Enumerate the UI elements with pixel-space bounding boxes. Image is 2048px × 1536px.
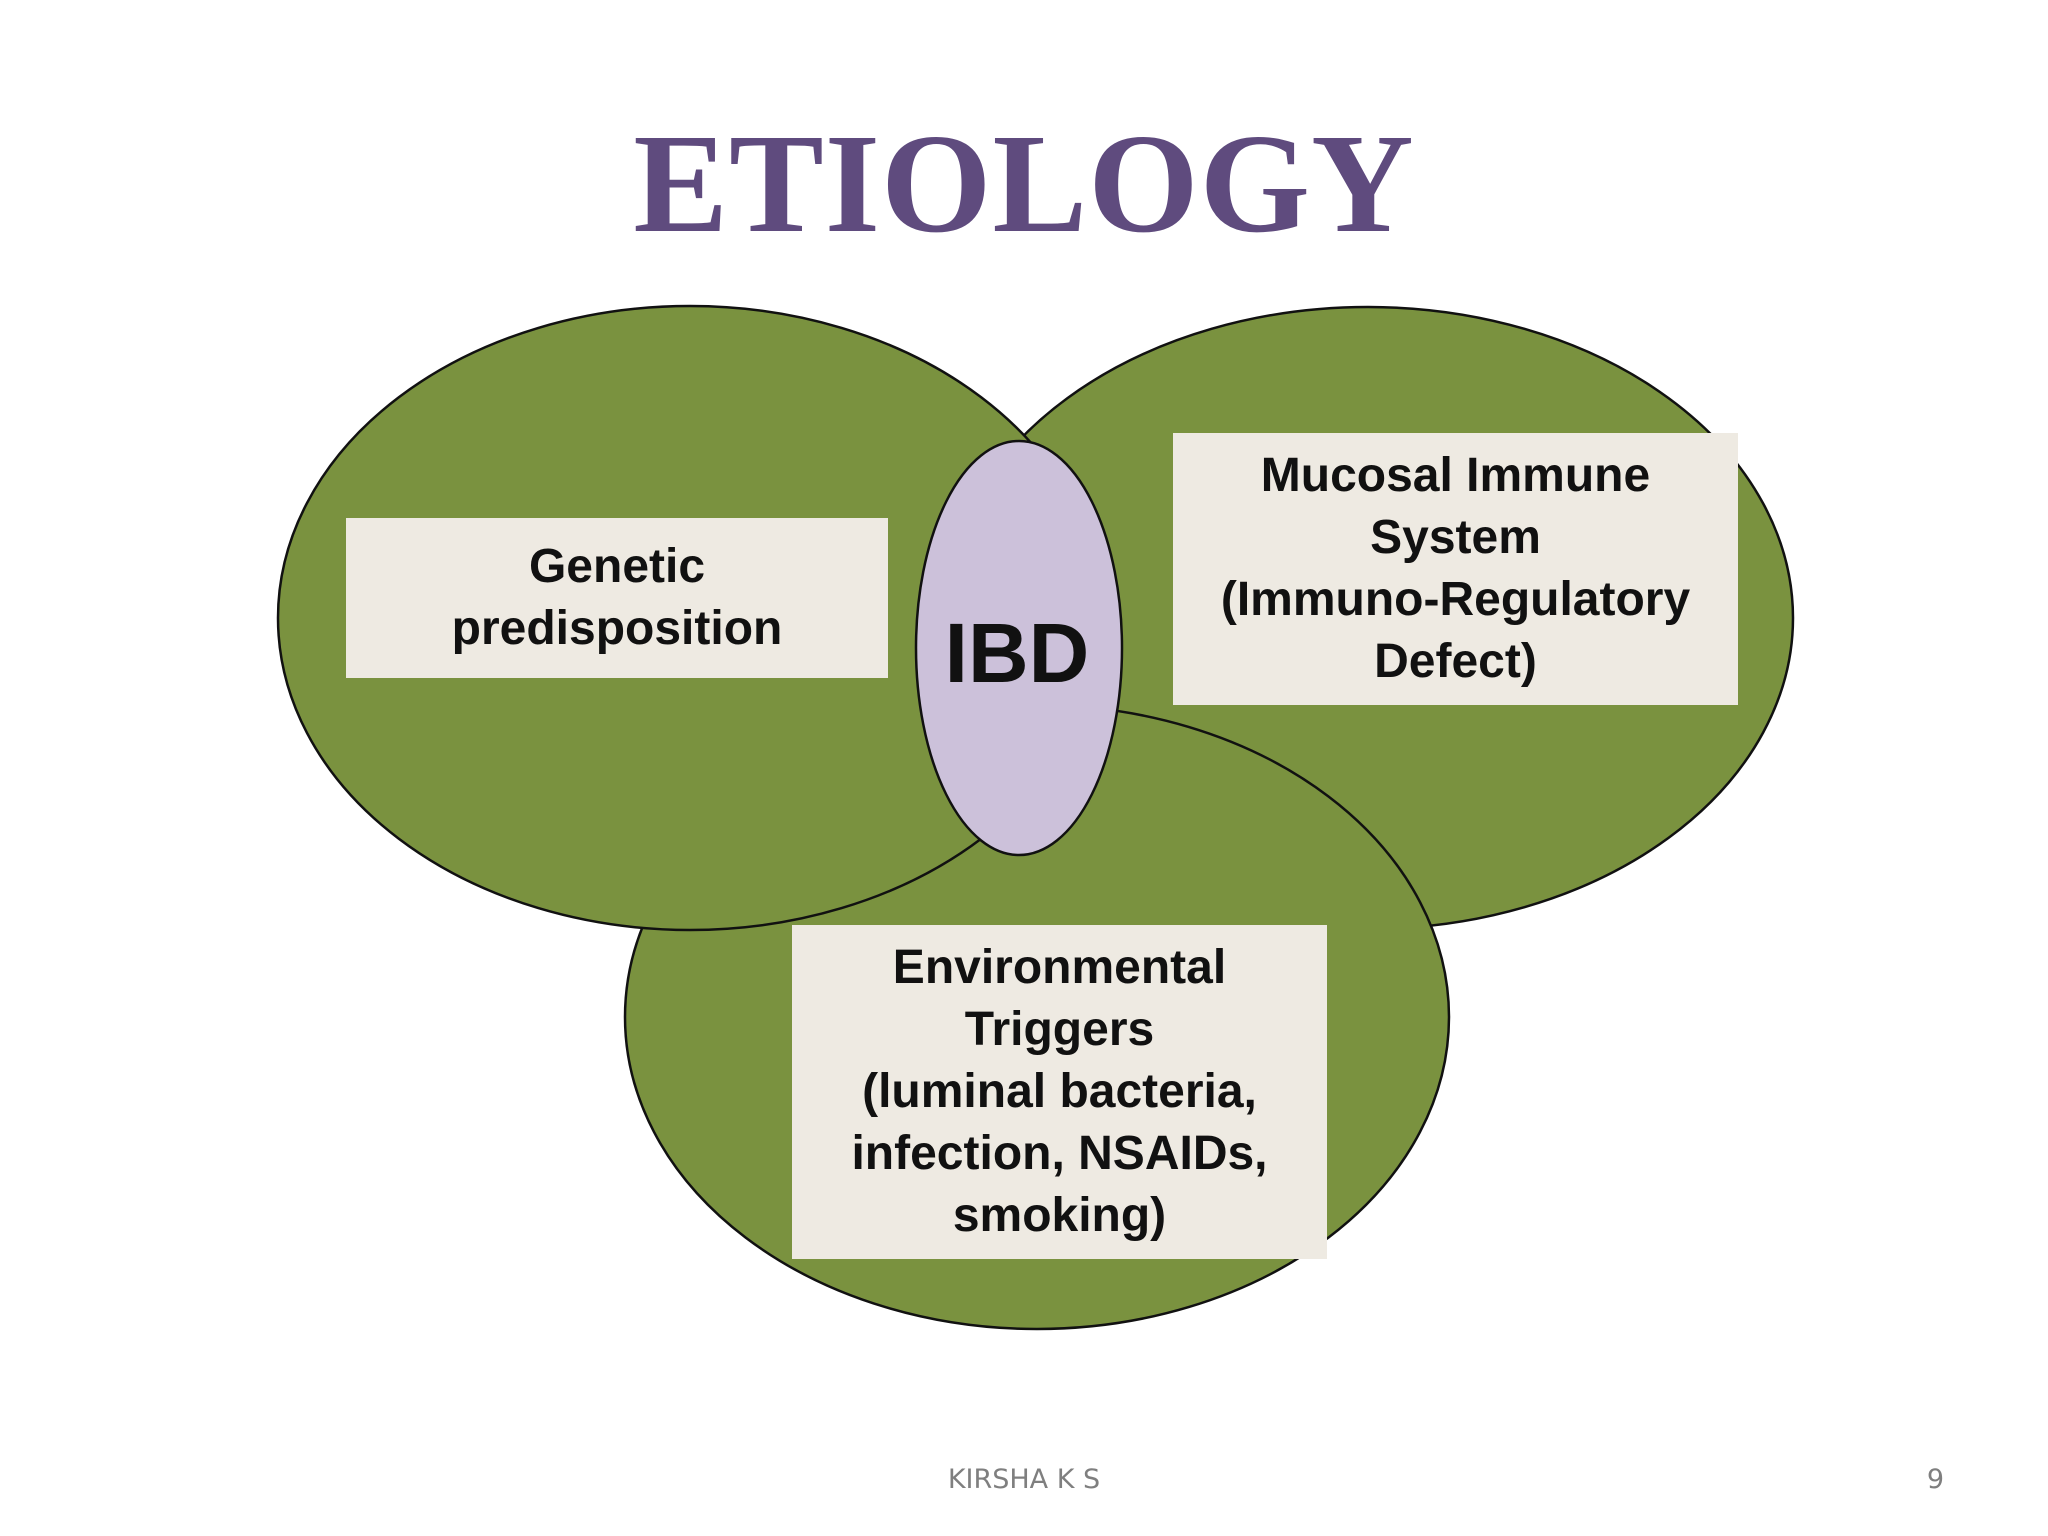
label-environmental-line: (luminal bacteria, bbox=[862, 1065, 1257, 1118]
label-environmental-line: Triggers bbox=[964, 1003, 1155, 1056]
label-environmental-line: smoking) bbox=[952, 1189, 1167, 1242]
label-mucosal: Mucosal Immune System (Immuno-Regulatory… bbox=[1173, 433, 1738, 705]
label-genetic: Genetic predisposition bbox=[346, 518, 888, 678]
center-label-ibd: IBD bbox=[944, 605, 1090, 700]
slide-title: ETIOLOGY bbox=[633, 104, 1415, 262]
label-genetic-line: Genetic bbox=[528, 540, 706, 593]
label-mucosal-line: System bbox=[1370, 511, 1541, 564]
label-mucosal-line: Mucosal Immune bbox=[1260, 449, 1651, 502]
label-environmental: Environmental Triggers (luminal bacteria… bbox=[792, 925, 1327, 1259]
label-mucosal-line: (Immuno-Regulatory bbox=[1220, 573, 1691, 626]
center-ellipse bbox=[914, 439, 1124, 857]
label-mucosal-line: Defect) bbox=[1374, 635, 1537, 688]
label-genetic-line: predisposition bbox=[451, 602, 783, 655]
label-environmental-line: infection, NSAIDs, bbox=[851, 1127, 1268, 1180]
label-environmental-line: Environmental bbox=[892, 941, 1227, 994]
page-number: 9 bbox=[1926, 1464, 1944, 1495]
footer-author: KIRSHA K S bbox=[947, 1464, 1101, 1495]
